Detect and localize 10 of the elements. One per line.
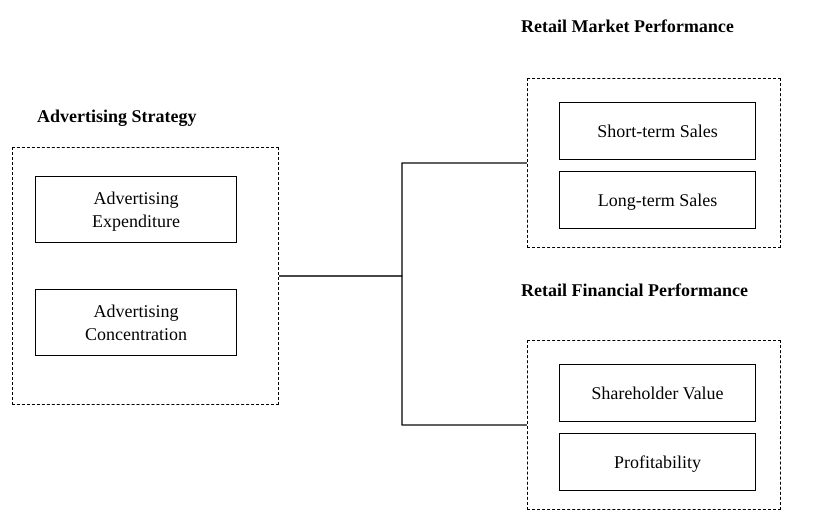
group-heading: Retail Market Performance — [521, 15, 734, 38]
group-heading: Retail Financial Performance — [521, 279, 748, 302]
text-box: Short-term Sales — [559, 102, 756, 160]
group-heading: Advertising Strategy — [37, 105, 196, 128]
text-box: Long-term Sales — [559, 171, 756, 229]
text-box: Profitability — [559, 433, 756, 491]
text-box: Shareholder Value — [559, 364, 756, 422]
connector-line — [279, 275, 527, 426]
text-box: Advertising Expenditure — [35, 176, 237, 243]
text-box: Advertising Concentration — [35, 289, 237, 356]
